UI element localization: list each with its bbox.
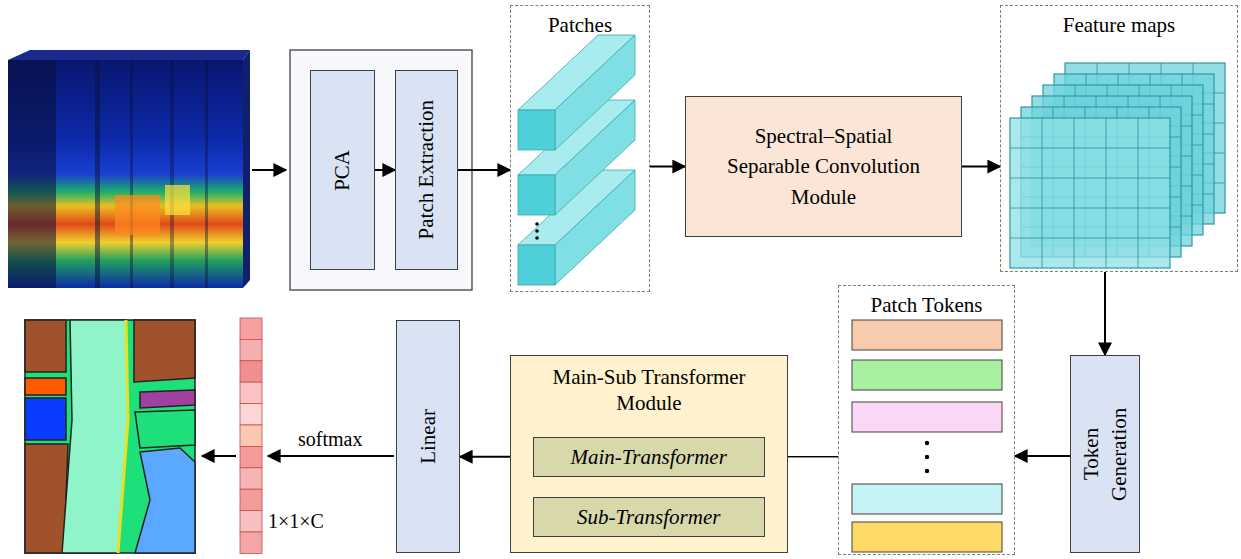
node-text: Patches	[548, 12, 612, 38]
dimension-label: 1×1×C	[268, 510, 324, 533]
node-text: Spectral–Spatial Separable Convolution M…	[721, 121, 926, 212]
process-box: Linear	[396, 320, 460, 553]
flow-arrow	[375, 169, 395, 171]
output-vector	[240, 318, 262, 553]
node-text: Patch Extraction	[413, 100, 439, 239]
patch-prisms	[518, 35, 635, 285]
node-text: PCA	[329, 150, 355, 191]
group-frame: Feature maps	[1000, 5, 1238, 272]
module-box: Spectral–Spatial Separable Convolution M…	[685, 96, 962, 237]
sub-module-box: Main-Transformer	[533, 437, 765, 477]
classification-map	[25, 320, 195, 553]
flow-arrow	[650, 166, 685, 168]
node-text: Patch Tokens	[871, 292, 983, 318]
token-bars	[852, 320, 1002, 552]
flow-arrow	[962, 166, 1000, 168]
flow-arrow	[458, 169, 510, 171]
node-text: Main-Sub Transformer Module	[529, 364, 769, 417]
feature-map-stack	[1010, 63, 1225, 268]
process-box: Token Generation	[1070, 355, 1140, 553]
node-text: Token Generation	[1077, 394, 1134, 514]
node-text: Main-Transformer	[571, 444, 727, 470]
node-text: Linear	[415, 409, 441, 464]
sub-module-box: Sub-Transformer	[533, 497, 765, 537]
module-box: Main-Sub Transformer ModuleMain-Transfor…	[510, 355, 788, 553]
process-box: Patch Extraction	[395, 70, 458, 270]
hsi-cube	[8, 50, 250, 288]
node-text: Sub-Transformer	[577, 504, 721, 530]
group-frame: Patch Tokens	[838, 285, 1015, 555]
flow-arrow	[1015, 455, 1070, 457]
node-text: Feature maps	[1063, 12, 1176, 38]
operation-label: softmax	[298, 428, 362, 451]
flow-arrow	[1104, 272, 1106, 355]
process-box: PCA	[310, 70, 375, 270]
preprocess-panel	[290, 50, 472, 290]
group-frame: Patches	[510, 5, 650, 292]
